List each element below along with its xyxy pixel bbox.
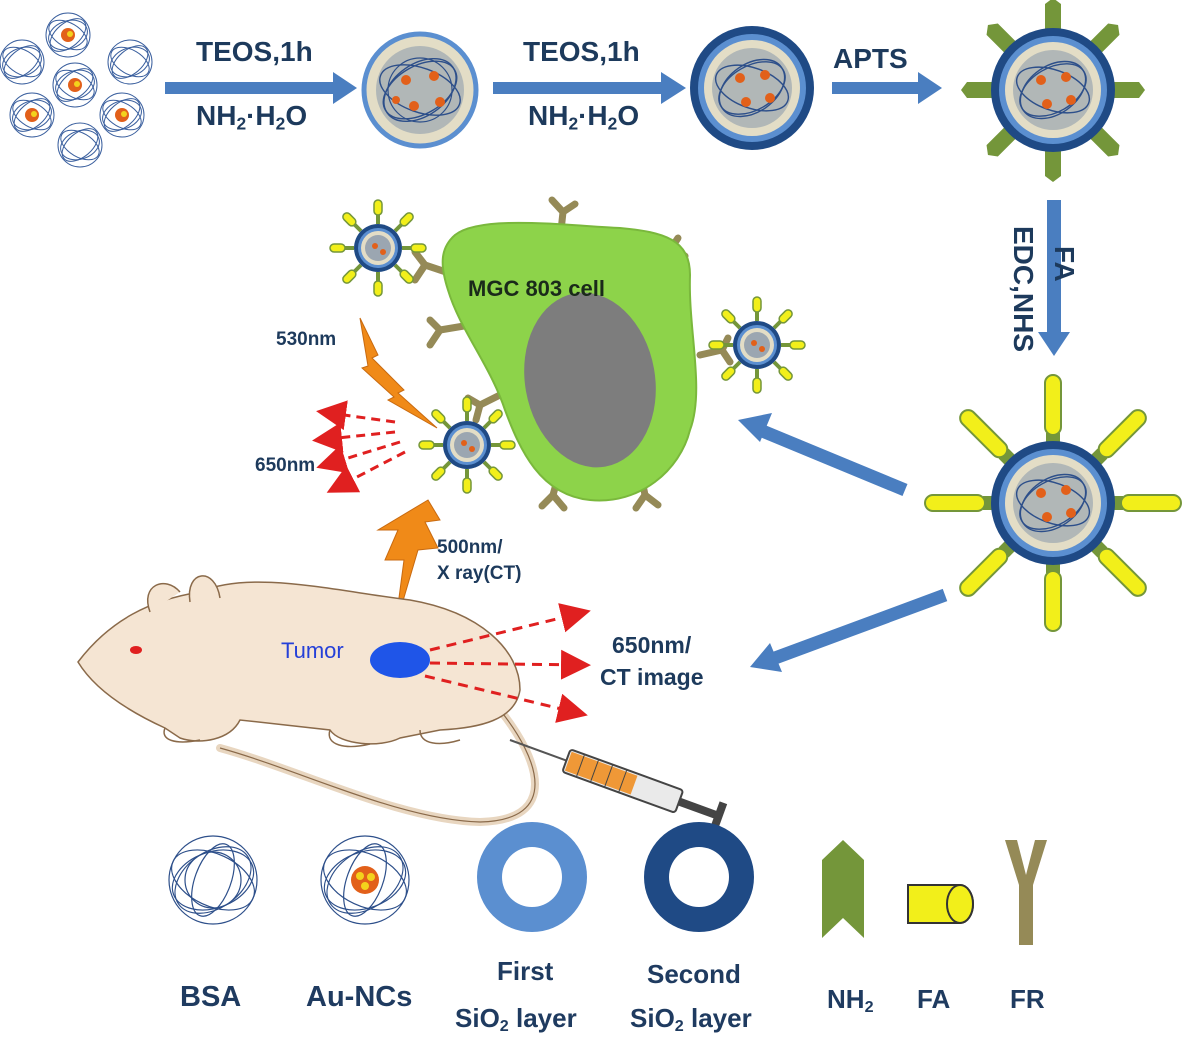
legend-fa-icon: [907, 884, 974, 924]
first-layer: layer: [508, 1003, 577, 1033]
arrow-step2: [493, 72, 686, 104]
particle-nh2: [961, 0, 1145, 182]
excitation-mouse-label-1: 500nm/: [437, 537, 503, 558]
excitation-cell-label: 530nm: [276, 329, 337, 350]
mouse-illustration: [77, 575, 539, 827]
second-sio: SiO: [630, 1003, 675, 1033]
particle-first-layer: [361, 31, 479, 149]
syringe-icon: [509, 739, 728, 831]
scribble-ball: [45, 12, 91, 58]
step1-sub2: 2: [275, 113, 286, 134]
step1-catalyst: NH2·H2O: [196, 102, 307, 133]
legend-fr-icon: [1005, 840, 1047, 945]
step1-o: O: [285, 100, 308, 131]
emission-arrows-tumor: [424, 603, 591, 723]
legend-aunc-icon: [320, 835, 410, 925]
step2-catalyst: NH2·H2O: [528, 102, 639, 133]
cell-label: MGC 803 cell: [468, 276, 605, 301]
tumor-spot: [370, 642, 430, 678]
arrow-to-mouse: [750, 588, 948, 672]
lightning-530nm-icon: [359, 317, 438, 429]
step2-sub2: 2: [607, 113, 618, 134]
nh2-text: NH: [827, 984, 865, 1014]
particle-second-layer: [690, 26, 814, 150]
legend-fa-label: FA: [917, 984, 951, 1014]
legend-aunc-label: Au-NCs: [306, 981, 413, 1013]
step1-h: ·H: [246, 100, 276, 131]
step4-reagent-fa: FA: [1049, 246, 1080, 282]
step1-nh: NH: [196, 100, 237, 131]
legend-bsa-label: BSA: [180, 981, 242, 1013]
legend-fr-label: FR: [1010, 984, 1045, 1014]
excitation-mouse-label-2: X ray(CT): [437, 563, 522, 584]
mgc-803-cell: [411, 196, 734, 512]
legend-first-layer-icon: [477, 822, 587, 932]
emission-cell-label: 650nm: [255, 455, 316, 476]
arrow-to-cell: [738, 413, 908, 497]
emission-arrows-cell: [312, 400, 406, 493]
legend-second-layer-icon: [644, 822, 754, 932]
fa-particle-small-2: [708, 296, 806, 394]
step1-sub: 2: [236, 113, 247, 134]
arrow-step1: [165, 72, 357, 104]
legend-first-label-2: SiO2 layer: [455, 1005, 577, 1034]
bsa-aunc-cluster: [0, 12, 153, 168]
step1-reagent: TEOS,1h: [196, 36, 313, 67]
particle-fa: [924, 374, 1182, 632]
step2-sub: 2: [568, 113, 579, 134]
step2-nh: NH: [528, 100, 569, 131]
second-layer: layer: [683, 1003, 752, 1033]
legend-nh2-icon: [822, 840, 864, 938]
first-sub: 2: [499, 1017, 509, 1036]
step2-reagent: TEOS,1h: [523, 36, 640, 67]
step4-reagent-edc: EDC,NHS: [1008, 226, 1039, 353]
arrow-step3: [832, 72, 942, 104]
arrow-step4: [1038, 200, 1070, 356]
legend-first-label-1: First: [497, 956, 554, 986]
nh2-sub: 2: [864, 998, 874, 1017]
second-sub: 2: [674, 1017, 684, 1036]
step2-h: ·H: [578, 100, 608, 131]
legend-second-label-1: Second: [647, 959, 741, 989]
step3-reagent: APTS: [833, 43, 908, 74]
tumor-label: Tumor: [281, 638, 344, 663]
legend-bsa-icon: [168, 835, 258, 925]
legend-second-label-2: SiO2 layer: [630, 1005, 752, 1034]
output-label-2: CT image: [600, 664, 704, 690]
step2-o: O: [617, 100, 640, 131]
first-sio: SiO: [455, 1003, 500, 1033]
output-label-1: 650nm/: [612, 632, 692, 658]
legend-nh2-label: NH2: [827, 986, 874, 1015]
fa-particle-small-3: [418, 396, 516, 494]
fa-particle-small-1: [329, 199, 427, 297]
